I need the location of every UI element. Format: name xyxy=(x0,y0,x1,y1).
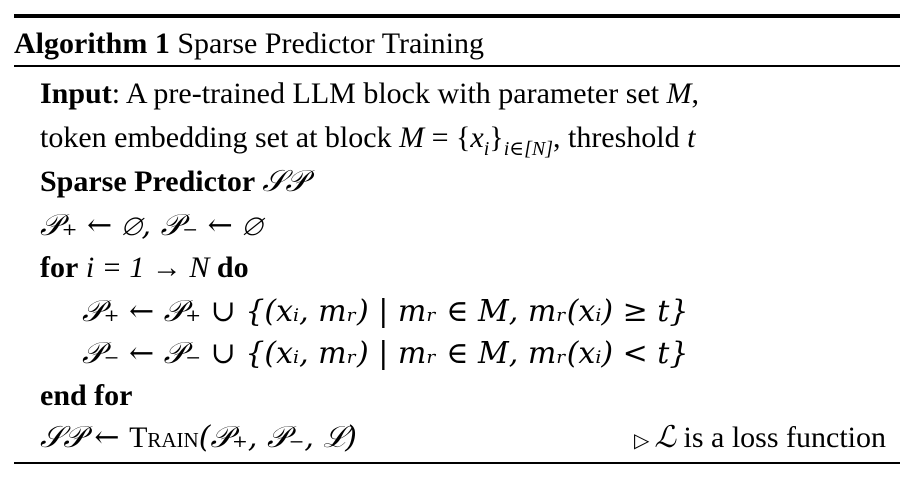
algorithm-header: Algorithm 1 Sparse Predictor Training xyxy=(14,26,484,62)
loop-positive-line: 𝒫₊ ← 𝒫₊ ∪ {(xᵢ, mᵣ) | mᵣ ∈ M, mᵣ(xᵢ) ≥ t… xyxy=(82,294,689,329)
input-line-1: Input: A pre-trained LLM block with para… xyxy=(40,76,699,112)
set-x: x xyxy=(470,121,484,154)
set-x-sub: i xyxy=(483,138,490,160)
init-line: 𝒫₊ ← ∅, 𝒫₋ ← ∅ xyxy=(40,208,263,243)
do-keyword: do xyxy=(216,251,249,284)
for-expression: i = 1 → N xyxy=(78,251,217,284)
for-keyword: for xyxy=(40,251,79,284)
block-var-m: M xyxy=(399,121,425,154)
output-symbol: 𝒮𝒫 xyxy=(262,164,308,199)
input-text-1: : A pre-trained LLM block with parameter… xyxy=(111,77,667,110)
train-lhs: 𝒮𝒫 ← xyxy=(40,420,130,455)
output-line: Sparse Predictor 𝒮𝒫 xyxy=(40,164,307,200)
train-args: (𝒫₊, 𝒫₋, ℒ) xyxy=(198,420,358,455)
train-line: 𝒮𝒫 ← Train(𝒫₊, 𝒫₋, ℒ) ▷ ℒ is a loss func… xyxy=(40,420,900,456)
input-text-2: token embedding set at block xyxy=(40,121,400,154)
algorithm-title: Sparse Predictor Training xyxy=(177,27,484,60)
loop-negative-line: 𝒫₋ ← 𝒫₋ ∪ {(xᵢ, mᵣ) | mᵣ ∈ M, mᵣ(xᵢ) < t… xyxy=(82,336,689,371)
comment-triangle-icon: ▷ xyxy=(634,430,655,452)
top-rule xyxy=(14,14,900,18)
comment-text: is a loss function xyxy=(676,421,887,454)
input-comma: , xyxy=(691,77,700,110)
input-line-2: token embedding set at block M = {xi}i∈[… xyxy=(40,120,696,160)
input-label: Input xyxy=(40,77,112,110)
train-function: Train xyxy=(129,421,199,454)
for-line: for i = 1 → N do xyxy=(40,250,249,286)
end-for-line: end for xyxy=(40,379,133,412)
algorithm-label: Algorithm 1 xyxy=(14,27,170,60)
output-label: Sparse Predictor xyxy=(40,165,263,198)
header-rule xyxy=(14,65,900,67)
set-close: } xyxy=(489,121,504,154)
loss-comment: ▷ ℒ is a loss function xyxy=(634,420,886,459)
set-open: = { xyxy=(424,121,471,154)
bottom-rule xyxy=(14,462,900,464)
threshold-var: t xyxy=(687,121,696,154)
comment-symbol: ℒ xyxy=(654,420,676,455)
input-var-m: M xyxy=(666,77,692,110)
set-index: i∈[N] xyxy=(503,138,553,160)
input-text-3: , threshold xyxy=(552,121,688,154)
